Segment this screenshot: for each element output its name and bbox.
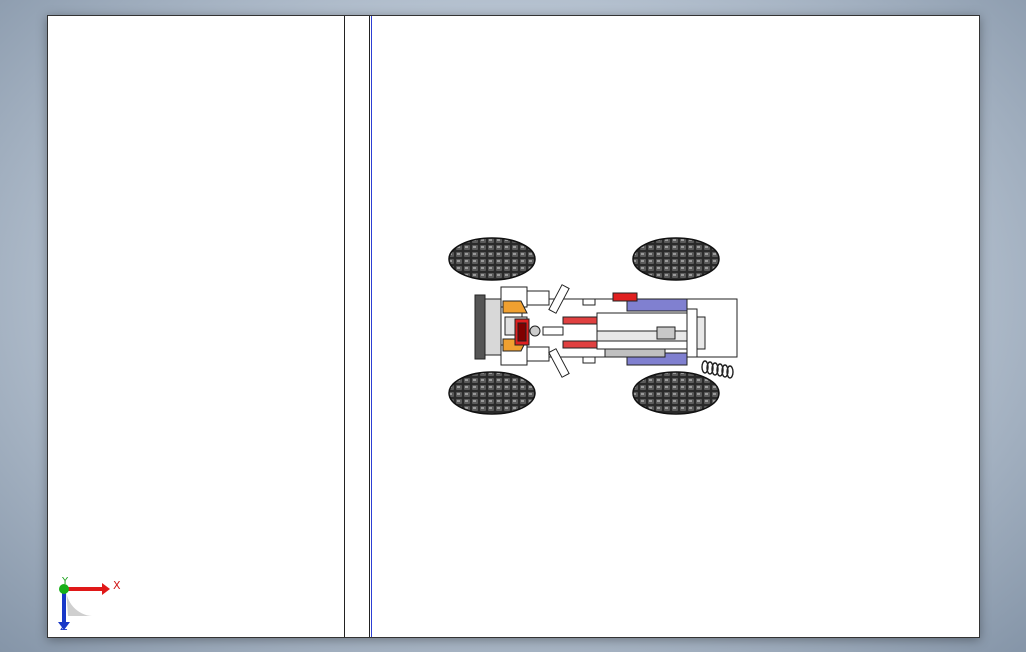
rear-spring: [701, 360, 734, 379]
wheel-front-left: [448, 237, 536, 281]
y-axis-label: Y: [62, 576, 69, 587]
z-axis-label: Z: [60, 620, 68, 633]
chassis: [474, 286, 738, 366]
wheel-rear-left: [632, 237, 720, 281]
z-axis-arrowhead: [58, 622, 70, 630]
vehicle-model[interactable]: [447, 237, 783, 417]
sheet-divider-line: [344, 16, 345, 637]
graphics-viewport[interactable]: X Y Z: [47, 15, 980, 638]
y-axis-dot: [59, 584, 69, 594]
sheet-divider-line-selected: [371, 16, 372, 637]
wheel-front-right: [448, 371, 536, 415]
axis-triad: X Y Z: [56, 576, 121, 641]
x-axis-arrowhead: [102, 583, 110, 595]
sheet-divider-line-right: [369, 16, 370, 637]
x-axis-label: X: [113, 579, 121, 592]
suspension-arms: [548, 284, 596, 378]
triad-axes: [58, 583, 110, 630]
triad-shadow: [65, 588, 92, 616]
wheel-rear-right: [632, 371, 720, 415]
